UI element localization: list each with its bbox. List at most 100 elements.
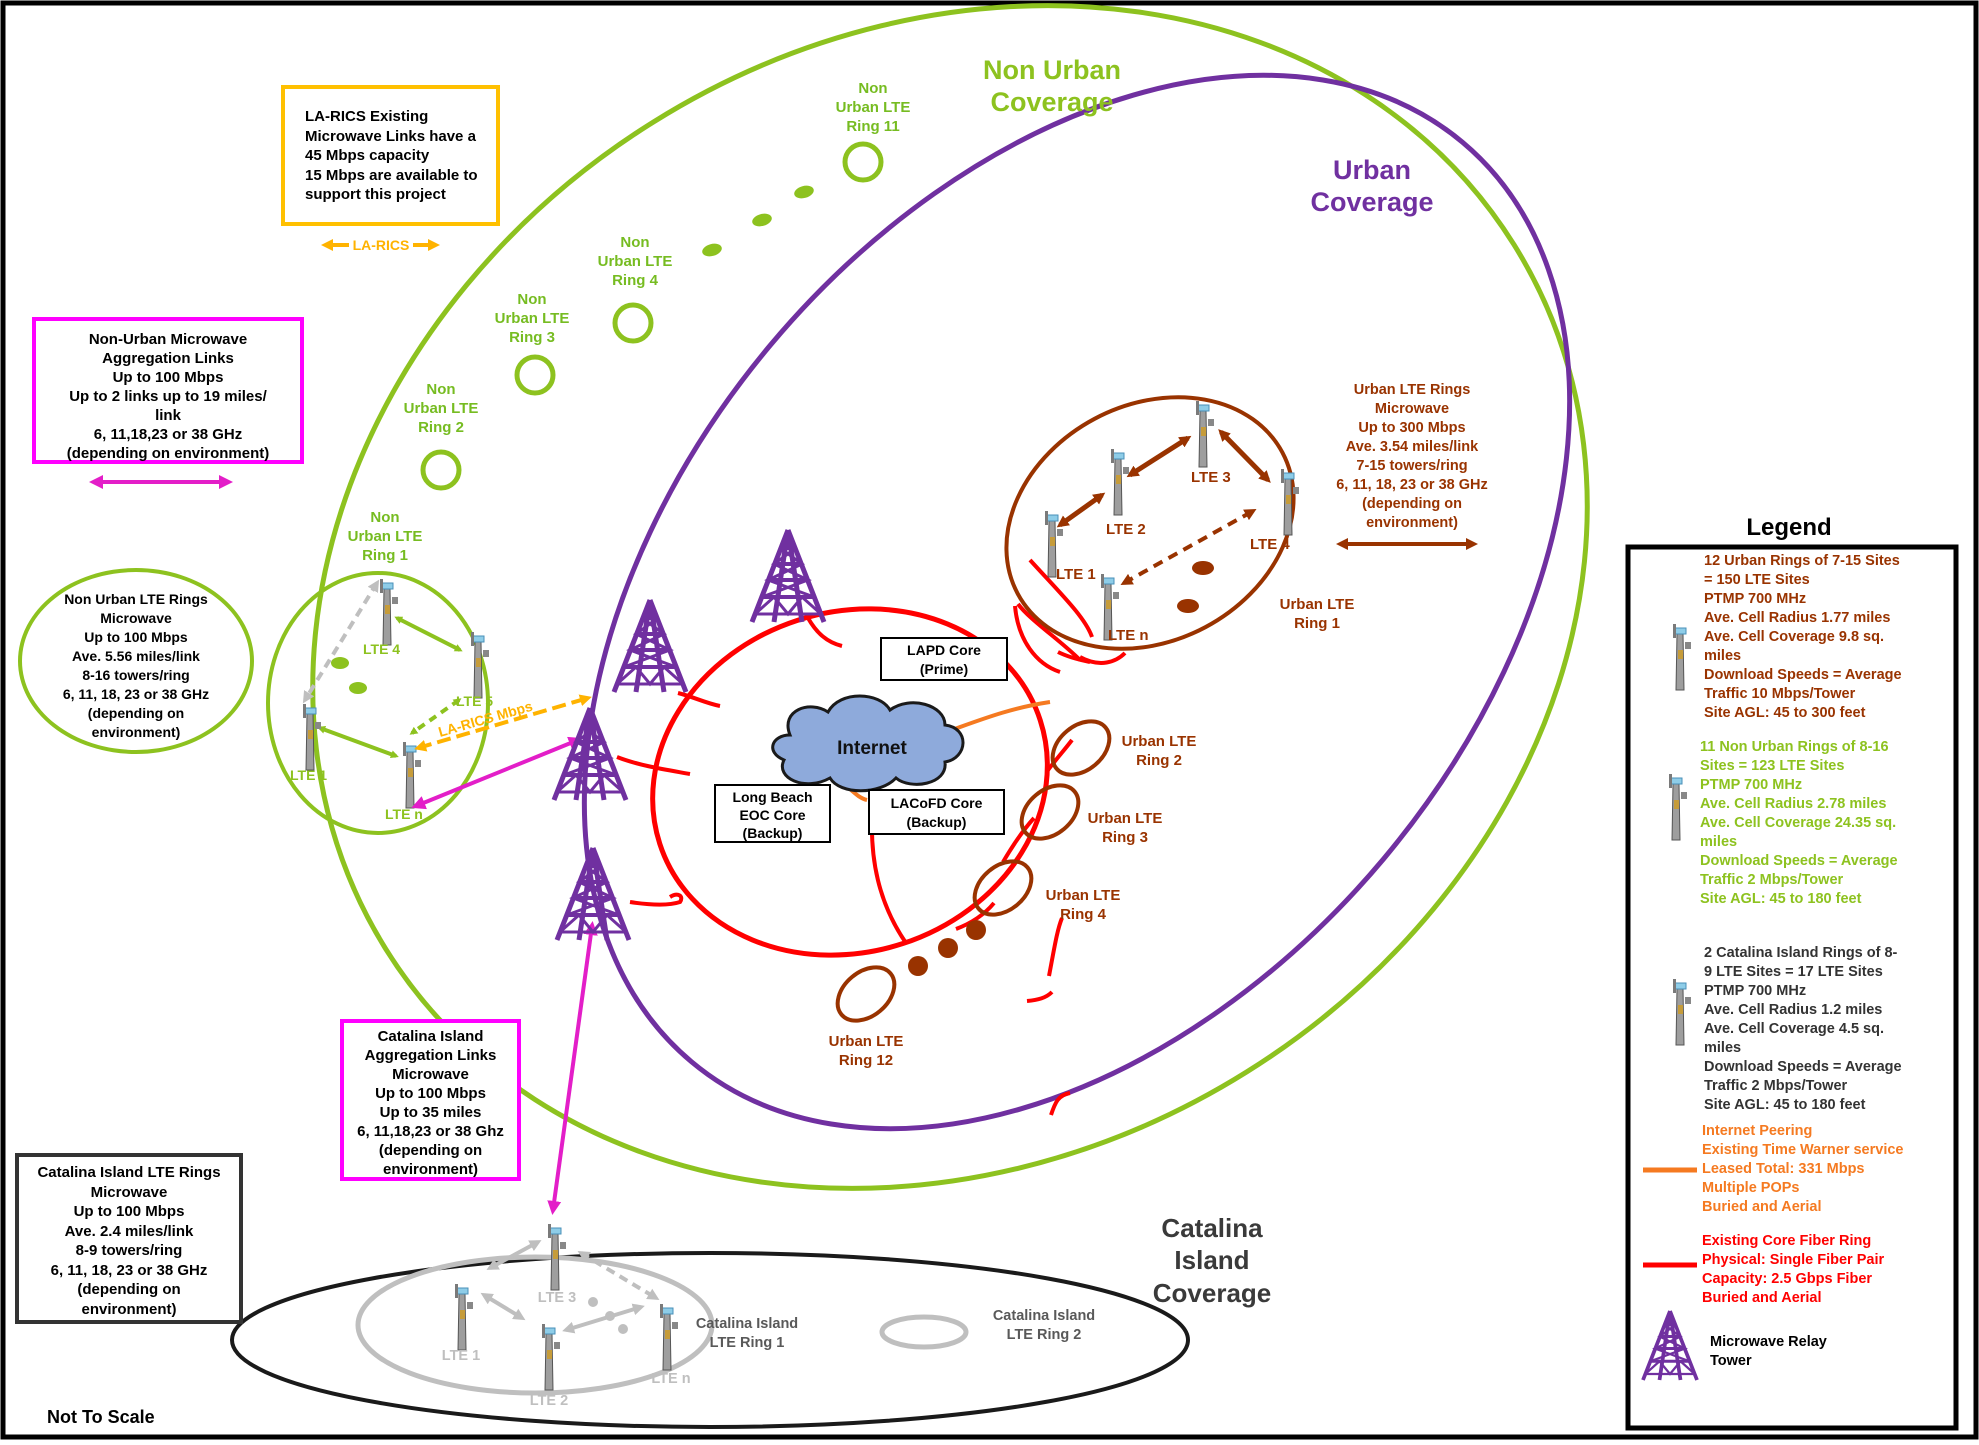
lb-l3: (Backup) [742,825,803,841]
larics-existing-box: LA-RICS Existing Microwave Links have a … [281,85,500,226]
non-urban-lte-rings-circle: Non Urban LTE Rings Microwave Up to 100 … [18,568,254,754]
legend-cat-l5: Ave. Cell Coverage 4.5 sq. [1704,1021,1884,1037]
legend-cat-l4: Ave. Cell Radius 1.2 miles [1704,1002,1883,1018]
legend-title: Legend [1746,514,1831,541]
legend-urban-l4: Ave. Cell Radius 1.77 miles [1704,610,1891,626]
catalina-aggregation-box: Catalina Island Aggregation Links Microw… [340,1019,521,1181]
nu-ring3-l3: Ring 3 [509,329,555,346]
cat-rings-l2: Microwave [90,1183,168,1201]
legend-nu-l7: Download Speeds = Average [1700,853,1898,869]
urban-title-1: Urban [1333,155,1411,185]
catalina-title-2: Island [1174,1245,1249,1275]
urban-ring12-l2: Ring 12 [839,1052,893,1069]
legend-urban-l9: Site AGL: 45 to 300 feet [1704,705,1866,721]
urban-mw-l2: Microwave [1375,401,1449,417]
urban-ring-2-ellipse [1050,719,1112,777]
nu-agg-l5: link [155,407,181,424]
urban-ring-1-ellipse [1004,395,1296,651]
non-urban-aggregation-box: Non-Urban Microwave Aggregation Links Up… [32,317,304,464]
legend-nu-l8: Traffic 2 Mbps/Tower [1700,872,1844,888]
catalina-site-lte1 [454,1283,474,1351]
legend-core-l3: Capacity: 2.5 Gbps Fiber [1702,1271,1873,1287]
nu-ring1-l2: Urban LTE [348,528,423,545]
magenta-link-nu-ring1 [411,736,583,810]
urban-ring-1-links [1056,429,1271,613]
lacofd-l2: (Backup) [906,814,967,830]
cat-agg-l4: Up to 100 Mbps [375,1085,486,1102]
nu-ring2-l3: Ring 2 [418,419,464,436]
non-urban-ring-11-circle [842,141,884,183]
lacofd-core-box: LACoFD Core (Backup) [868,789,1005,835]
catalina-lten-label: LTE n [651,1371,690,1387]
legend-peer-l5: Buried and Aerial [1702,1199,1822,1215]
nu-agg-l1: Non-Urban Microwave [88,331,248,348]
relay-tower-1 [752,530,824,622]
non-urban-ring-4-circle [612,302,654,344]
legend-nu-l1: 11 Non Urban Rings of 8-16 [1700,739,1889,755]
urban-ring12-l1: Urban LTE [829,1033,904,1050]
nu-lten-label: LTE n [385,806,423,822]
urban-ring1-l2: Ring 1 [1294,615,1340,632]
cat-agg-l8: environment) [382,1161,478,1178]
urban-ring-12-ellipse [835,965,897,1023]
larics-box-l1: LA-RICS Existing [305,108,429,125]
urban-lte1-label: LTE 1 [1056,566,1096,583]
cat-rings-l1: Catalina Island LTE Rings [37,1164,221,1181]
catalina-coverage-ellipse [230,1251,1190,1429]
legend-urban-l3: PTMP 700 MHz [1704,591,1807,607]
urban-ring1-l1: Urban LTE [1280,596,1355,613]
catalina-site-lten [659,1303,679,1371]
lapd-core-box: LAPD Core (Prime) [880,637,1008,681]
nu-lte4-label: LTE 4 [363,641,400,657]
catalina-site-lte2 [541,1323,561,1391]
legend-peer-l3: Leased Total: 331 Mbps [1702,1161,1865,1177]
magenta-link-catalina [547,921,598,1215]
legend-catalina-text: 2 Catalina Island Rings of 8- 9 LTE Site… [1704,944,1902,1115]
non-urban-title-2: Coverage [990,87,1113,117]
urban-ring-ellipsis-dots [908,920,986,976]
urban-lten-label: LTE n [1108,627,1149,644]
catalina-ring2-l1: Catalina Island [993,1308,1095,1324]
urban-ring-4-ellipse [972,859,1034,917]
non-urban-ring-3-circle [514,354,556,396]
cat-rings-l4: Ave. 2.4 miles/link [64,1222,194,1240]
nu-ring2-l1: Non [426,381,455,398]
legend-core-l4: Buried and Aerial [1702,1290,1822,1306]
core-ring-to-urban-ring [1016,558,1127,665]
legend-cat-l7: Download Speeds = Average [1704,1059,1902,1075]
cat-rings-l5: 8-9 towers/ring [75,1242,183,1259]
legend-urban-l2: = 150 LTE Sites [1704,572,1810,588]
legend-nu-l4: Ave. Cell Radius 2.78 miles [1700,796,1887,812]
urban-ring3-l1: Urban LTE [1088,810,1163,827]
non-urban-coverage-ellipse [310,3,1590,1191]
urban-ring2-l1: Urban LTE [1122,733,1197,750]
urban-ring4-l1: Urban LTE [1046,887,1121,904]
cat-agg-l5: Up to 35 miles [379,1104,482,1121]
urban-ring2-l2: Ring 2 [1136,752,1182,769]
catalina-ring-1-links [480,1240,660,1334]
catalina-ring2-l2: LTE Ring 2 [1007,1327,1082,1343]
legend-urban-text: 12 Urban Rings of 7-15 Sites = 150 LTE S… [1704,552,1902,723]
nu-agg-l4: Up to 2 links up to 19 miles/ [69,388,267,405]
legend-cat-l2: 9 LTE Sites = 17 LTE Sites [1704,964,1883,980]
nu-circle-l5: 8-16 towers/ring [82,667,190,683]
legend-core-l1: Existing Core Fiber Ring [1702,1233,1872,1249]
lb-l1: Long Beach [732,789,813,805]
cat-rings-l3: Up to 100 Mbps [73,1203,185,1220]
nu-ring3-l1: Non [517,291,546,308]
legend-urban-l7: Download Speeds = Average [1704,667,1902,683]
legend-relay-l2: Tower [1710,1353,1752,1369]
urban-mw-l7: (depending on [1362,496,1462,512]
catalina-ring1-l2: LTE Ring 1 [710,1335,785,1351]
not-to-scale-label: Not To Scale [47,1407,155,1427]
core-fiber-connections [616,605,1091,1116]
legend-cat-l9: Site AGL: 45 to 180 feet [1704,1097,1866,1113]
urban-lte4-label: LTE 4 [1250,536,1290,553]
legend-core-l2: Physical: Single Fiber Pair [1702,1252,1885,1268]
catalina-title-1: Catalina [1161,1213,1263,1243]
catalina-lte2-label: LTE 2 [530,1393,568,1409]
cat-agg-l2: Aggregation Links [364,1047,497,1064]
lb-l2: EOC Core [739,807,806,823]
legend-cat-l3: PTMP 700 MHz [1704,983,1807,999]
